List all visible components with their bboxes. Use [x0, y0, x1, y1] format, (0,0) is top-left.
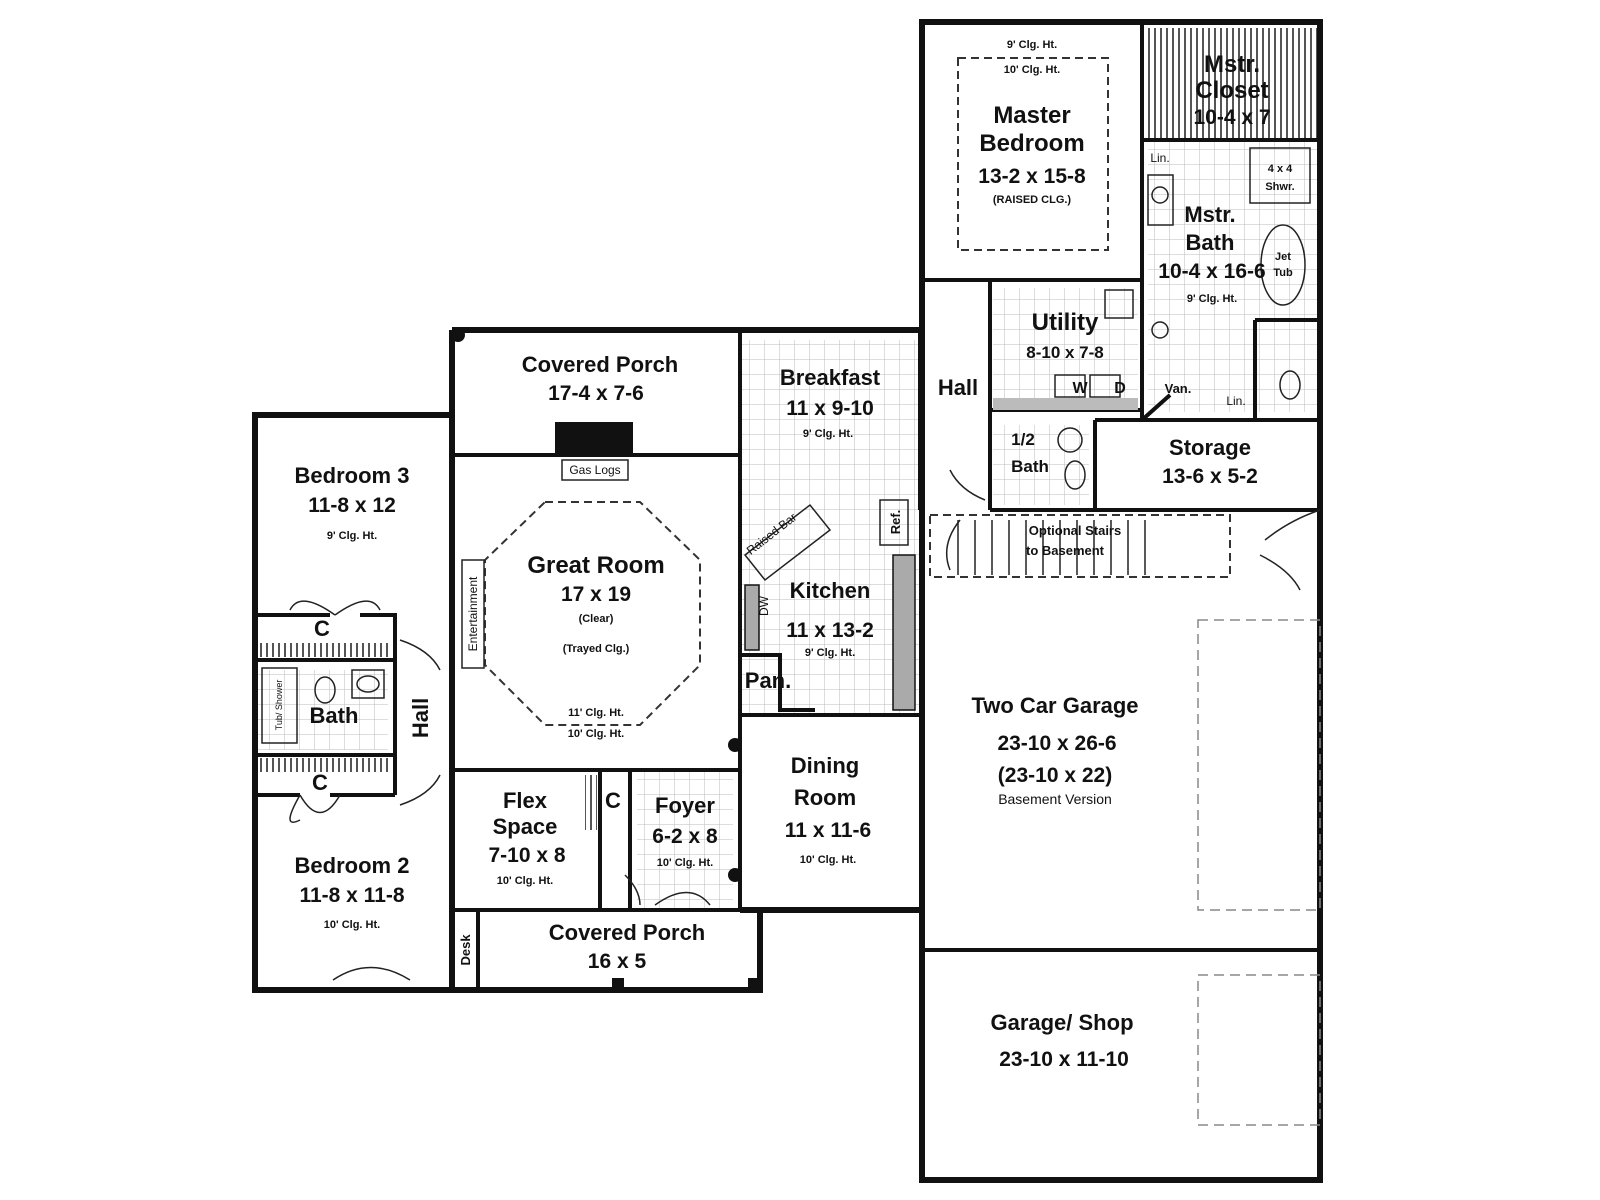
- great-room-clg1: 11' Clg. Ht.: [568, 707, 624, 719]
- entertainment-label: Entertainment: [466, 576, 480, 651]
- closet-shelves: [258, 28, 1320, 830]
- interior-walls: [255, 22, 1320, 990]
- tiled-floors: [258, 142, 1320, 908]
- flex-space-clg: 10' Clg. Ht.: [497, 875, 553, 887]
- utility-name: Utility: [1032, 309, 1099, 336]
- dining-room-name1: Dining: [791, 753, 859, 778]
- bedroom3-name: Bedroom 3: [295, 463, 410, 488]
- great-room-size: 17 x 19: [561, 583, 631, 606]
- great-room-note2: (Trayed Clg.): [563, 643, 630, 655]
- tub-shower-label: Tub/ Shower: [274, 680, 284, 731]
- pantry-name: Pan.: [745, 668, 791, 693]
- great-room-name: Great Room: [527, 552, 664, 579]
- linen-label-1: Lin.: [1150, 151, 1169, 165]
- master-bedroom-note: (RAISED CLG.): [993, 194, 1072, 206]
- master-bath-size: 10-4 x 16-6: [1158, 260, 1265, 283]
- vanity-label: Van.: [1165, 381, 1192, 396]
- covered-porch-front-name: Covered Porch: [549, 920, 706, 945]
- master-bedroom-clg2: 10' Clg. Ht.: [1004, 64, 1060, 76]
- gas-logs-label: Gas Logs: [569, 463, 620, 477]
- closet-lower-label: C: [312, 770, 328, 795]
- garage-shop-size: 23-10 x 11-10: [999, 1048, 1129, 1071]
- linen-label-2: Lin.: [1226, 394, 1245, 408]
- dw-label: DW: [757, 595, 771, 616]
- storage-size: 13-6 x 5-2: [1162, 465, 1258, 488]
- flex-space-name1: Flex: [503, 788, 548, 813]
- bedroom2-clg: 10' Clg. Ht.: [324, 919, 380, 931]
- shower-label: 4 x 4: [1268, 163, 1293, 175]
- garage-shop-name: Garage/ Shop: [990, 1010, 1133, 1035]
- bedroom3-size: 11-8 x 12: [308, 494, 396, 517]
- washer-label: W: [1072, 380, 1088, 397]
- storage-name: Storage: [1169, 435, 1251, 460]
- bedroom2-size: 11-8 x 11-8: [299, 884, 404, 907]
- two-car-garage-size: 23-10 x 26-6: [997, 732, 1116, 755]
- breakfast-clg: 9' Clg. Ht.: [803, 428, 853, 440]
- stairs-line2: to Basement: [1026, 543, 1105, 558]
- master-bath-clg: 9' Clg. Ht.: [1187, 293, 1237, 305]
- master-bath-name1: Mstr.: [1184, 202, 1235, 227]
- hall-upper-name: Hall: [938, 375, 978, 400]
- foyer-name: Foyer: [655, 793, 715, 818]
- master-bedroom-size: 13-2 x 15-8: [978, 165, 1086, 188]
- dining-room-clg: 10' Clg. Ht.: [800, 854, 856, 866]
- closet-foyer-label: C: [605, 788, 621, 813]
- master-closet-name1: Mstr.: [1204, 51, 1260, 78]
- great-room-note1: (Clear): [579, 613, 614, 625]
- half-bath-name1: 1/2: [1011, 430, 1035, 449]
- ref-label: Ref.: [888, 510, 903, 535]
- closet-upper-label: C: [314, 616, 330, 641]
- covered-porch-rear-name: Covered Porch: [522, 352, 679, 377]
- master-bedroom-name1: Master: [993, 102, 1070, 129]
- breakfast-size: 11 x 9-10: [786, 397, 874, 420]
- hall-left-name: Hall: [408, 698, 433, 738]
- foyer-clg: 10' Clg. Ht.: [657, 857, 713, 869]
- covered-porch-front-size: 16 x 5: [588, 950, 647, 973]
- two-car-garage-alt: (23-10 x 22): [998, 764, 1112, 787]
- bedroom3-clg: 9' Clg. Ht.: [327, 530, 377, 542]
- breakfast-name: Breakfast: [780, 365, 881, 390]
- kitchen-size: 11 x 13-2: [786, 619, 874, 642]
- dining-room-size: 11 x 11-6: [785, 819, 871, 842]
- dryer-label: D: [1114, 380, 1126, 397]
- shower-label2: Shwr.: [1265, 181, 1294, 193]
- flex-space-name2: Space: [493, 814, 558, 839]
- stairs-line1: Optional Stairs: [1029, 523, 1121, 538]
- details: [261, 57, 1321, 1126]
- master-bath-name2: Bath: [1186, 230, 1235, 255]
- half-bath-name2: Bath: [1011, 457, 1049, 476]
- great-room-clg2: 10' Clg. Ht.: [568, 728, 624, 740]
- master-closet-size: 10-4 x 7: [1193, 106, 1270, 129]
- master-bedroom-name2: Bedroom: [979, 130, 1084, 157]
- jet-tub-label1: Jet: [1275, 251, 1291, 263]
- bedroom2-name: Bedroom 2: [295, 853, 410, 878]
- two-car-garage-name: Two Car Garage: [971, 693, 1138, 718]
- dining-room-name2: Room: [794, 785, 856, 810]
- kitchen-clg: 9' Clg. Ht.: [805, 647, 855, 659]
- master-closet-name2: Closet: [1195, 77, 1268, 104]
- master-bedroom-clg1: 9' Clg. Ht.: [1007, 39, 1057, 51]
- foyer-size: 6-2 x 8: [652, 825, 718, 848]
- desk-label: Desk: [458, 934, 473, 966]
- kitchen-name: Kitchen: [790, 578, 871, 603]
- jet-tub-label2: Tub: [1273, 267, 1293, 279]
- two-car-garage-note: Basement Version: [998, 791, 1112, 807]
- flex-space-size: 7-10 x 8: [488, 844, 565, 867]
- bath-name: Bath: [310, 703, 359, 728]
- utility-size: 8-10 x 7-8: [1026, 343, 1104, 362]
- covered-porch-rear-size: 17-4 x 7-6: [548, 382, 644, 405]
